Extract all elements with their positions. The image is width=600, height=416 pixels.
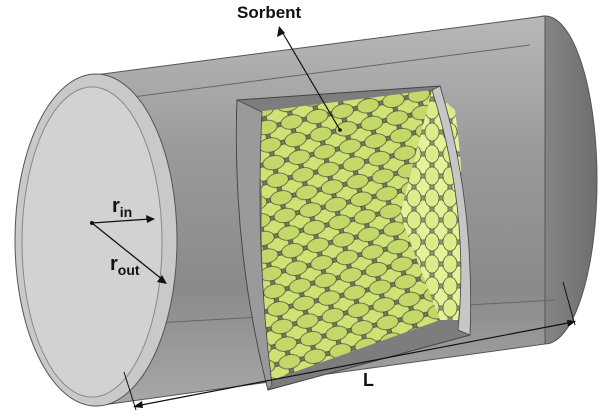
r-in-label: rin xyxy=(112,195,132,220)
sorbent-cutout xyxy=(235,85,472,391)
sorbent-lower xyxy=(261,195,440,380)
inner-bore-outline xyxy=(21,86,163,398)
sorbent-pointer-line xyxy=(280,29,341,131)
shell-edge-top xyxy=(109,44,531,101)
sorbent-label: Sorbent xyxy=(237,3,302,22)
length-label: L xyxy=(363,370,374,390)
r-out-label: rout xyxy=(110,253,140,278)
length-dimension xyxy=(123,281,576,411)
radius-arrows xyxy=(90,215,167,284)
sorbent-upper xyxy=(255,90,432,215)
sorbent-pointer-arrowhead xyxy=(277,26,285,37)
